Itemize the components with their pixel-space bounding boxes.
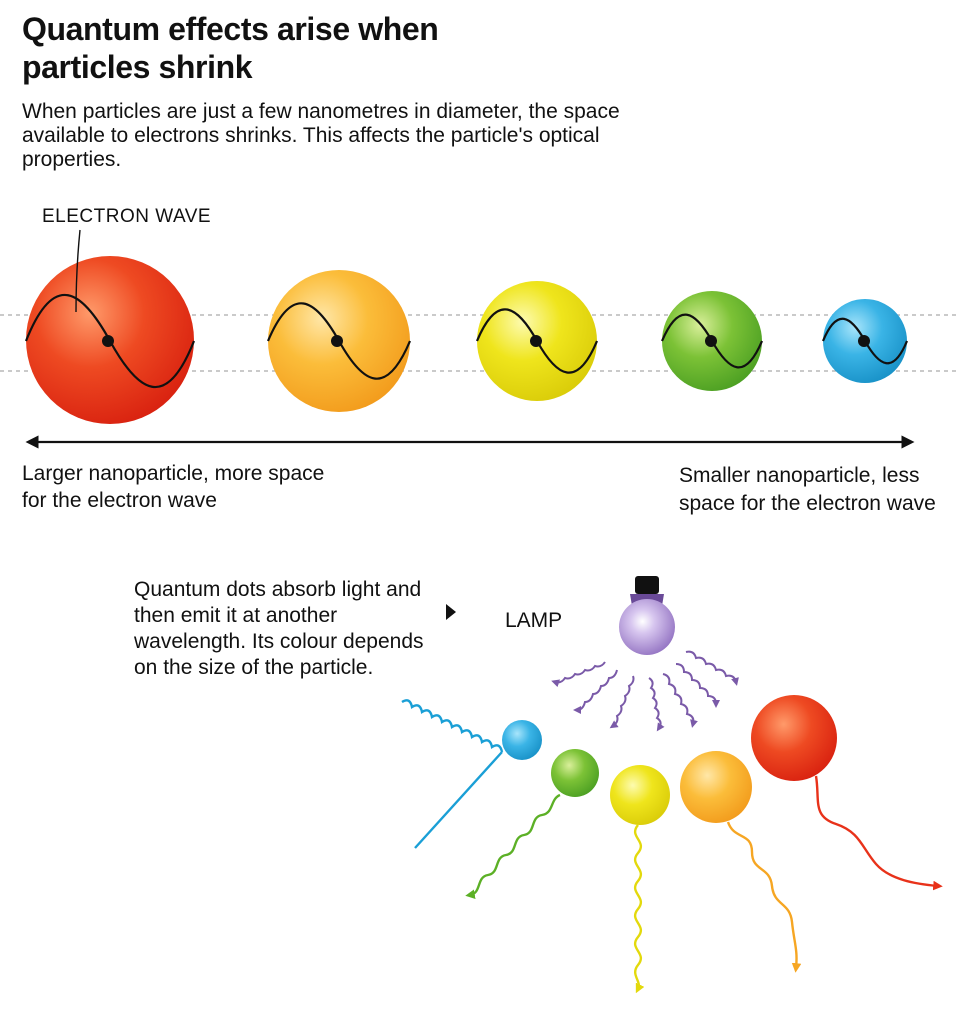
quantum-dot-blue [502, 720, 542, 760]
quantum-dot-red [751, 695, 837, 781]
emission-wave-green [465, 793, 561, 899]
quantum-dot-orange [680, 751, 752, 823]
electron-dot-orange [331, 335, 343, 347]
lamp-light-rays [551, 650, 739, 732]
lamp-label: LAMP [505, 609, 563, 632]
quantum-dots-description: Quantum dots absorb light and then emit … [134, 578, 424, 679]
emission-wave-yellow [633, 824, 645, 994]
electron-wave-pointer [75, 229, 81, 313]
electron-dot-red [102, 335, 114, 347]
lamp-icon [619, 576, 675, 655]
pointer-triangle [446, 604, 456, 620]
electron-dot-yellow [530, 335, 542, 347]
smaller-particle-caption: Smaller nanoparticle, less space for the… [679, 464, 936, 515]
page-title: Quantum effects arise when particles shr… [22, 11, 439, 85]
emission-wave-red [814, 775, 943, 891]
emission-wave-orange [726, 821, 802, 973]
intro-text: When particles are just a few nanometres… [22, 100, 620, 171]
larger-particle-caption: Larger nanoparticle, more space for the … [22, 462, 325, 512]
electron-dot-green [705, 335, 717, 347]
electron-wave-label: ELECTRON WAVE [42, 206, 212, 227]
quantum-dot-yellow [610, 765, 670, 825]
emission-wave-blue [401, 699, 504, 849]
quantum-dot-green [551, 749, 599, 797]
electron-dot-blue [858, 335, 870, 347]
